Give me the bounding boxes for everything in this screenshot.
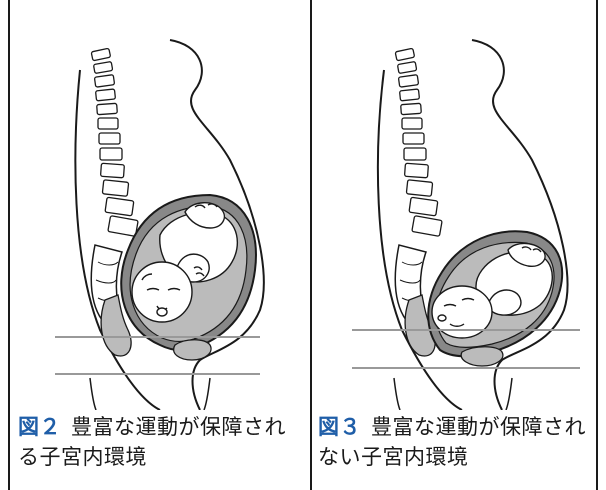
figure-3-label: 図３ <box>318 415 361 439</box>
figure-2-illustration <box>10 0 310 410</box>
figure-3-illustration <box>312 0 596 410</box>
figure-2-label: 図２ <box>18 415 61 439</box>
spine <box>91 48 138 236</box>
spine <box>395 48 442 236</box>
